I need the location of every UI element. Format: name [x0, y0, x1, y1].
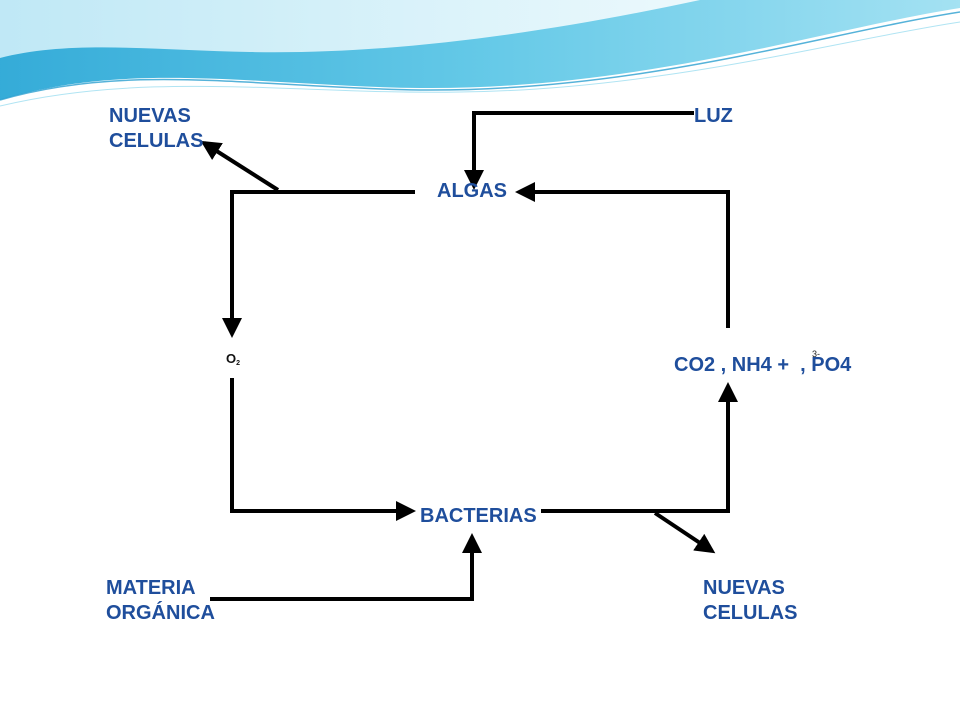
arrow-nutrients-to-algas [515, 182, 730, 328]
header-wave-banner [0, 0, 960, 107]
nutrients-label: CO2 , NH4 + , PO4 [674, 354, 852, 376]
new-cells-label-top: NUEVAS CELULAS [109, 104, 203, 154]
bacteria-label: BACTERIAS [420, 505, 537, 527]
oxygen-label: O2 [226, 351, 240, 367]
new-cells-label-bottom: NUEVAS CELULAS [703, 576, 797, 626]
organic-matter-label: MATERIA ORGÁNICA [106, 576, 215, 626]
phosphate-charge-superscript: 3- [812, 349, 821, 359]
organic-matter-line1: MATERIA [106, 577, 196, 599]
arrow-luz-to-algas [464, 111, 694, 190]
arrow-bacterias-to-nutrients [541, 382, 738, 513]
arrow-algas-to-o2 [222, 190, 415, 338]
organic-matter-line2: ORGÁNICA [106, 602, 215, 624]
new-cells-bottom-line1: NUEVAS [703, 577, 785, 599]
new-cells-bottom-line2: CELULAS [703, 602, 798, 624]
new-cells-top-line1: NUEVAS [109, 105, 191, 127]
algae-label: ALGAS [437, 180, 507, 202]
arrow-o2-to-bacterias [230, 378, 416, 521]
light-label: LUZ [694, 105, 733, 127]
oxygen-subscript: 2 [236, 360, 241, 367]
arrow-bacterias-to-new-cells [653, 511, 716, 554]
arrow-algas-to-new-cells [200, 140, 280, 192]
oxygen-symbol: O [226, 351, 237, 366]
new-cells-top-line2: CELULAS [109, 130, 204, 152]
arrow-organic-to-bacterias [210, 533, 482, 601]
